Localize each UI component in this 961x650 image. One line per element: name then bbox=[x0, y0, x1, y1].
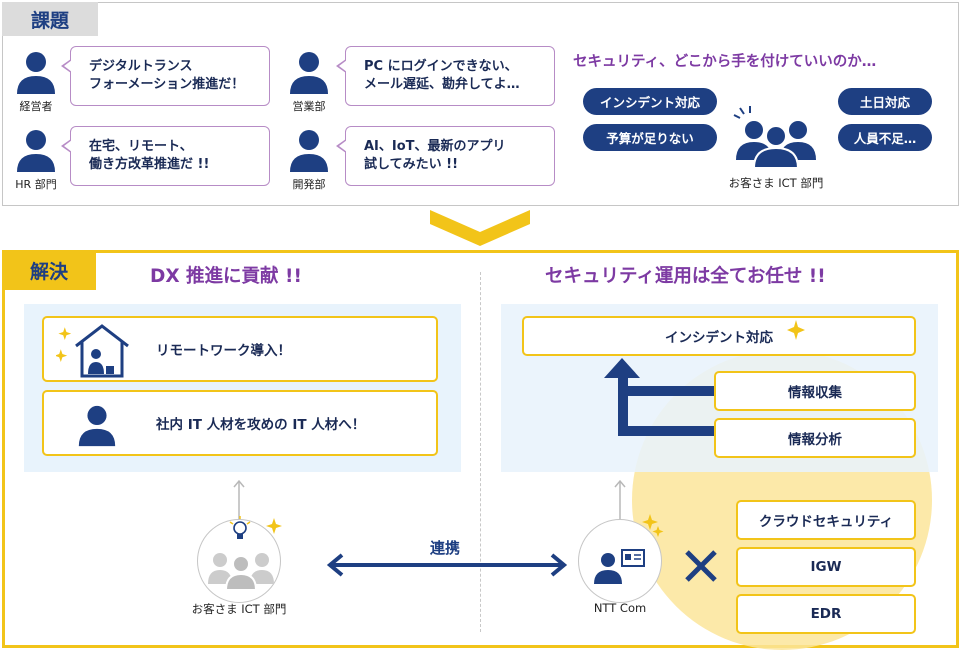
remote-work-box: リモートワーク導入！ bbox=[42, 316, 438, 382]
role-label-hr: HR 部門 bbox=[15, 178, 57, 191]
speech-bubble-executive: デジタルトランス フォーメーション推進だ！ bbox=[61, 46, 270, 106]
remote-work-label: リモートワーク導入！ bbox=[156, 343, 291, 359]
it-talent-label: 社内 IT 人材を攻めの IT 人材へ！ bbox=[156, 417, 366, 433]
person-icon bbox=[17, 130, 55, 172]
section-divider bbox=[480, 272, 481, 632]
concern-pill-budget: 予算が足りない bbox=[583, 124, 717, 151]
info-analysis-box: 情報分析 bbox=[714, 418, 916, 458]
client-ict-label-top: お客さま ICT 部門 bbox=[728, 176, 824, 190]
security-question: セキュリティ、どこから手を付けていいのか… bbox=[573, 54, 877, 70]
problem-tab: 課題 bbox=[2, 2, 98, 36]
bubble-text: デジタルトランス フォーメーション推進だ！ bbox=[89, 59, 245, 92]
cross-icon bbox=[685, 550, 717, 582]
flow-arrow-up-icon bbox=[604, 358, 714, 436]
service-edr: EDR bbox=[736, 594, 916, 634]
service-label: クラウドセキュリティ bbox=[758, 514, 894, 530]
operator-icon bbox=[594, 514, 664, 584]
arrow-up-icon bbox=[614, 479, 626, 520]
service-label: IGW bbox=[810, 559, 842, 575]
person-icon bbox=[290, 130, 328, 172]
role-label-executive: 経営者 bbox=[19, 100, 53, 113]
info-collect-box: 情報収集 bbox=[714, 371, 916, 411]
sparkle-icon bbox=[787, 320, 805, 340]
concern-pill-incident: インシデント対応 bbox=[583, 88, 717, 115]
bubble-text: 在宅、リモート、 働き方改革推進だ !! bbox=[89, 139, 210, 172]
remote-work-icon bbox=[56, 324, 129, 378]
double-arrow-icon bbox=[326, 553, 568, 577]
link-label: 連携 bbox=[429, 539, 460, 557]
left-section-title: DX 推進に貢献 !! bbox=[150, 266, 302, 287]
idea-group-icon bbox=[208, 516, 282, 591]
speech-bubble-dev: AI、IoT、最新のアプリ 試してみたい !! bbox=[336, 126, 555, 186]
client-ict-label: お客さま ICT 部門 bbox=[191, 602, 287, 616]
bubble-text: PC にログインできない、 メール遅延、勘弁してよ… bbox=[364, 59, 520, 92]
chevron-down-icon bbox=[430, 210, 530, 246]
info-collect-label: 情報収集 bbox=[788, 385, 842, 401]
worried-group-icon bbox=[733, 106, 816, 168]
role-label-dev: 開発部 bbox=[292, 178, 326, 191]
bubble-text: AI、IoT、最新のアプリ 試してみたい !! bbox=[364, 139, 506, 172]
service-cloud-security: クラウドセキュリティ bbox=[736, 500, 916, 540]
it-talent-box: 社内 IT 人材を攻めの IT 人材へ！ bbox=[42, 390, 438, 456]
concern-pill-weekend: 土日対応 bbox=[838, 88, 932, 115]
role-label-sales: 営業部 bbox=[292, 100, 326, 113]
arrow-up-icon bbox=[233, 479, 245, 520]
solution-tab: 解決 bbox=[2, 250, 96, 290]
right-section-title: セキュリティ運用は全てお任せ !! bbox=[545, 266, 826, 287]
service-igw: IGW bbox=[736, 547, 916, 587]
person-icon bbox=[78, 405, 116, 447]
person-icon bbox=[17, 52, 55, 94]
info-analysis-label: 情報分析 bbox=[788, 432, 842, 448]
ntt-com-circle bbox=[578, 519, 662, 603]
service-label: EDR bbox=[810, 606, 842, 622]
person-icon bbox=[290, 52, 328, 94]
concern-pill-staff: 人員不足… bbox=[838, 124, 932, 151]
ntt-com-label: NTT Com bbox=[593, 601, 647, 615]
incident-response-box: インシデント対応 bbox=[522, 316, 916, 356]
speech-bubble-hr: 在宅、リモート、 働き方改革推進だ !! bbox=[61, 126, 270, 186]
speech-bubble-sales: PC にログインできない、 メール遅延、勘弁してよ… bbox=[336, 46, 555, 106]
incident-response-label: インシデント対応 bbox=[665, 330, 773, 346]
